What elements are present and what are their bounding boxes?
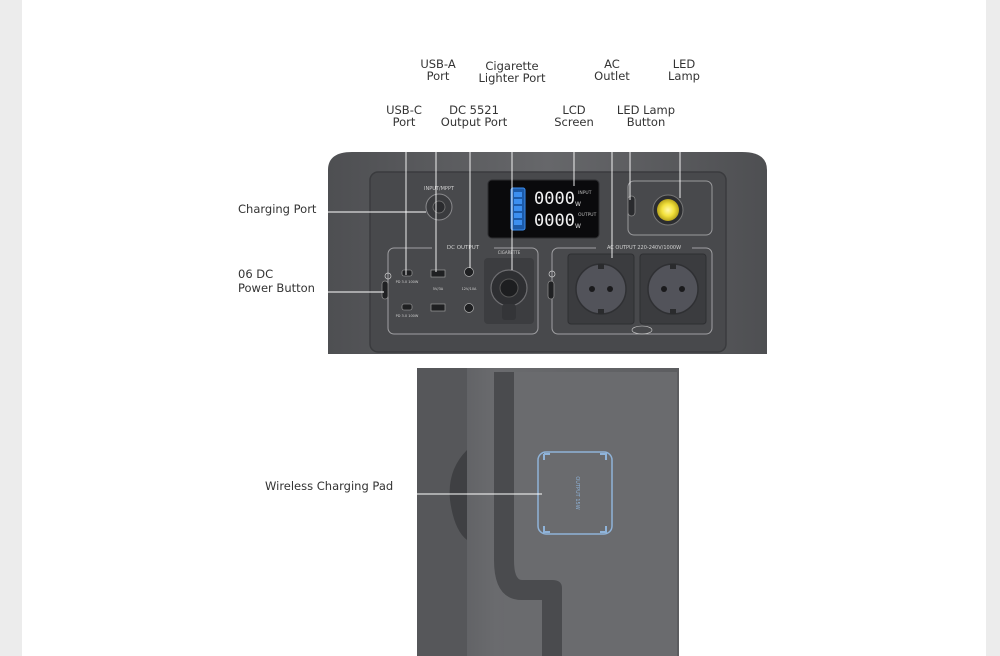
usb-a-port-top [430, 269, 446, 278]
input-mppt-label: INPUT/MPPT [424, 186, 455, 192]
ac-outlet-left-socket [575, 263, 627, 315]
lcd-unit-output: W [575, 223, 581, 230]
side-grip-recess [449, 450, 467, 540]
handle-groove [494, 372, 562, 656]
callout-wireless-line-1: Wireless Charging Pad [265, 479, 394, 493]
ac-outlet-right-earth-top [670, 264, 676, 269]
callout-usb-c-line-2: Port [392, 115, 416, 129]
ac-output-label-bg [596, 243, 692, 251]
callout-dc-power-button: 06 DC Power Button [238, 268, 315, 294]
callout-usb-a-line-1: USB-A [420, 57, 456, 71]
wireless-output-label: OUTPUT 15W [574, 476, 580, 509]
handle-panel [504, 372, 677, 656]
usb-c-bottom-rating: PD 3.0 100W [396, 314, 419, 318]
callout-usb-c-line-1: USB-C [386, 103, 422, 117]
callout-dc-power-line-1: 06 DC [238, 267, 274, 281]
ac-power-icon [548, 270, 556, 278]
cigarette-cap-hinge [502, 304, 516, 320]
front-panel [369, 171, 727, 353]
device-illustration: INPUT/MPPT 0000 0000 INPUT OUTPUT W W DC… [326, 86, 767, 656]
ac-outlet-right-earth-bottom [670, 309, 676, 314]
callout-ac-outlet-line-1: AC [604, 57, 620, 71]
ac-outlet-left-earth-top [598, 264, 604, 269]
battery-bar-1 [514, 192, 522, 197]
callout-dc-5521-line-1: DC 5521 [449, 103, 499, 117]
side-edge [417, 368, 467, 656]
lcd-output-label: OUTPUT [578, 212, 597, 218]
callout-cigarette-line-2: Lighter Port [478, 71, 546, 85]
dc-rating: 12V/10A [462, 287, 477, 291]
pad-corner-tl [543, 453, 550, 460]
battery-bar-4 [514, 213, 522, 218]
pad-corner-br [600, 526, 607, 533]
lcd-unit-input: W [575, 201, 581, 208]
led-lamp-button [627, 195, 636, 217]
callout-cigarette-line-1: Cigarette [485, 59, 539, 73]
usb-c-top-rating: PD 3.0 100W [396, 280, 419, 284]
charging-port-inner [432, 200, 446, 214]
ac-outlet-left-pin-1 [589, 286, 595, 292]
callout-usb-c-port: USB-C Port [376, 104, 432, 128]
ac-outlet-left-earth-bottom [598, 309, 604, 314]
cigarette-label: CIGARETTE [498, 250, 521, 255]
callout-cigarette-lighter-port: Cigarette Lighter Port [470, 60, 554, 84]
ac-output-label: AC OUTPUT 220-240V/1000W [607, 245, 681, 251]
callout-dc-5521-output-port: DC 5521 Output Port [434, 104, 514, 128]
usb-a-port-bottom [430, 303, 446, 312]
callout-charging-port: Charging Port [238, 203, 316, 215]
pad-corner-tr [600, 453, 607, 460]
ac-power-button [547, 280, 555, 300]
callout-dc-power-line-2: Power Button [238, 281, 315, 295]
lcd-input-label: INPUT [578, 190, 592, 196]
callout-led-lamp-line-1: LED [672, 57, 696, 71]
usb-c-port-top [401, 269, 413, 277]
ac-output-icon [631, 325, 653, 335]
dc-5521-port-top [464, 267, 474, 277]
pad-corner-bl [543, 526, 550, 533]
callout-lcd-line-1: LCD [562, 103, 586, 117]
usb-c-port-bottom [401, 303, 413, 311]
usb-a-rating: 5V/3A [433, 287, 444, 291]
diagram-stage: INPUT/MPPT 0000 0000 INPUT OUTPUT W W DC… [22, 0, 986, 656]
callout-usb-a-port: USB-A Port [410, 58, 466, 82]
battery-bar-2 [514, 199, 522, 204]
battery-bar-5 [514, 220, 522, 225]
dc-output-label: DC OUTPUT [447, 245, 480, 251]
callout-led-lamp-button: LED Lamp Button [610, 104, 682, 128]
callout-lcd-screen: LCD Screen [546, 104, 602, 128]
lcd-input-digits: 0000 [534, 189, 575, 209]
dc-5521-port-bottom [464, 303, 474, 313]
dc-power-icon [384, 272, 392, 280]
callout-charging-port-line-1: Charging Port [238, 202, 317, 216]
dc-output-label-bg [432, 243, 494, 251]
callout-led-lamp: LED Lamp [656, 58, 712, 82]
wireless-charging-pad [537, 451, 613, 535]
led-lamp [657, 199, 679, 221]
callout-lcd-line-2: Screen [554, 115, 594, 129]
callout-ac-outlet-line-2: Outlet [594, 69, 630, 83]
callout-wireless-charging-pad: Wireless Charging Pad [265, 480, 393, 492]
ac-outlet-right-socket [647, 263, 699, 315]
ac-outlet-right-pin-2 [679, 286, 685, 292]
callout-led-button-line-1: LED Lamp [616, 103, 676, 117]
callout-dc-5521-line-2: Output Port [440, 115, 508, 129]
leader-lines [326, 86, 681, 495]
cigarette-lighter-socket [499, 278, 519, 298]
lcd-output-digits: 0000 [534, 211, 575, 231]
dc-power-button [381, 280, 389, 300]
callout-led-button-line-2: Button [626, 115, 666, 129]
callout-ac-outlet: AC Outlet [584, 58, 640, 82]
side-view: OUTPUT 15W [417, 368, 679, 656]
front-view: INPUT/MPPT 0000 0000 INPUT OUTPUT W W DC… [328, 152, 767, 354]
battery-bar-3 [514, 206, 522, 211]
callout-usb-a-line-2: Port [426, 69, 450, 83]
callout-led-lamp-line-2: Lamp [668, 69, 700, 83]
ac-outlet-left-pin-2 [607, 286, 613, 292]
ac-outlet-right-pin-1 [661, 286, 667, 292]
